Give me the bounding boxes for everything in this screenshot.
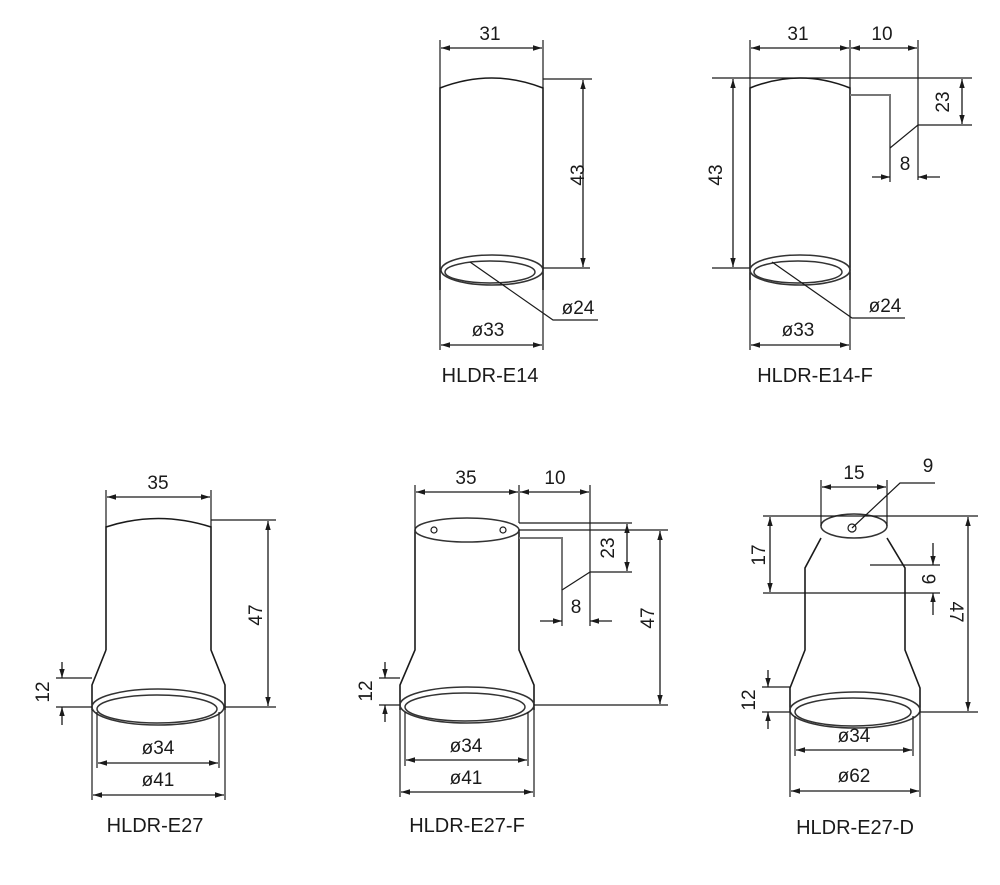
ring-height-label: 12: [739, 689, 760, 710]
inner-diameter-label: ø34: [142, 738, 175, 759]
outer-diameter-label: ø33: [782, 320, 815, 341]
height-label: 47: [945, 601, 966, 622]
width-label: 35: [147, 473, 168, 494]
model-title: HLDR-E27-F: [409, 815, 525, 837]
step-label: 9: [917, 574, 938, 585]
width-label: 35: [455, 468, 476, 489]
inner-diameter-label: ø34: [450, 736, 483, 757]
neck-height-label: 17: [749, 544, 770, 565]
bracket-width-label: 8: [900, 154, 911, 175]
model-title: HLDR-E27: [107, 815, 204, 837]
width-label: 31: [479, 24, 500, 45]
bracket-height-label: 23: [933, 91, 954, 112]
model-title: HLDR-E14: [442, 365, 539, 387]
holder-body: [399, 517, 535, 724]
outer-diameter-label: ø41: [142, 770, 175, 791]
screw-hole: [430, 526, 438, 534]
drawing-hldr-e14-f: 31 10 43 23 8 ø24 ø33 HLDR-E14-F: [706, 24, 972, 387]
ring-height-label: 12: [33, 681, 54, 702]
holder-body: [789, 513, 921, 729]
top-width-label: 15: [843, 463, 864, 484]
height-label: 47: [638, 607, 659, 628]
drawing-hldr-e27: 35 47 12 ø34 ø41 HLDR-E27: [33, 473, 276, 837]
height-label: 43: [568, 164, 589, 185]
hole-label: 9: [923, 456, 934, 477]
inner-diameter-label: ø24: [562, 298, 595, 319]
ring-height-label: 12: [356, 680, 377, 701]
holder-body: [439, 77, 544, 290]
holder-body: [749, 77, 851, 290]
cable-hole: [847, 523, 857, 533]
mounting-bracket: [850, 94, 891, 145]
offset-label: 10: [871, 24, 892, 45]
drawing-hldr-e27-f: 35 10 23 8 47 12 ø34 ø41 HLDR-E27-F: [356, 468, 668, 837]
holder-body: [91, 517, 226, 726]
model-title: HLDR-E14-F: [757, 365, 873, 387]
screw-hole: [499, 526, 507, 534]
width-label: 31: [787, 24, 808, 45]
outer-diameter-label: ø33: [472, 320, 505, 341]
height-label: 47: [246, 604, 267, 625]
inner-diameter-label: ø24: [869, 296, 902, 317]
height-label: 43: [706, 164, 727, 185]
model-title: HLDR-E27-D: [796, 817, 914, 839]
offset-label: 10: [544, 468, 565, 489]
outer-diameter-label: ø62: [838, 766, 871, 787]
bracket-width-label: 8: [571, 597, 582, 618]
bracket-height-label: 23: [598, 537, 619, 558]
outer-diameter-label: ø41: [450, 768, 483, 789]
inner-diameter-label: ø34: [838, 726, 871, 747]
drawing-hldr-e14: 31 43 ø24 ø33 HLDR-E14: [439, 24, 598, 387]
mounting-bracket: [519, 537, 563, 590]
drawing-hldr-e27-d: 15 9 17 9 47 12 ø34 ø62 HLDR-E27-D: [739, 456, 978, 839]
